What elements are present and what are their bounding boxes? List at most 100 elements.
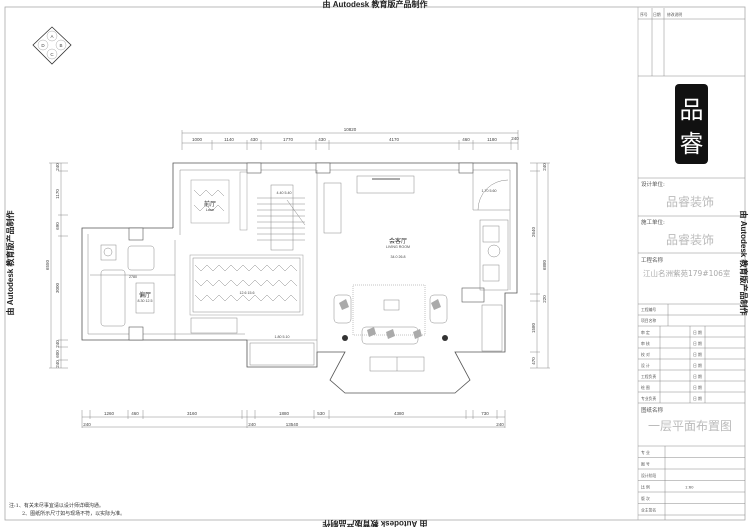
sign-row-date-label: 日 期 <box>693 363 702 368</box>
drawing-name-label: 图纸名称 <box>641 406 664 414</box>
item-name-label: 项目名称 <box>641 318 656 323</box>
project-no-label: 工程编号 <box>641 307 656 312</box>
dim-left: 240 <box>55 340 60 348</box>
svg-text:睿: 睿 <box>680 130 704 158</box>
project-name-label: 工程名称 <box>641 256 664 264</box>
living-area: 34.0 26.8 <box>391 255 406 259</box>
corner-room-area: 1.70 5.60 <box>482 189 497 193</box>
rev-header-desc: 修改说明 <box>667 12 682 17</box>
dim-left-total: 6550 <box>45 259 50 270</box>
info-row-label: 设计阶段 <box>641 473 656 478</box>
bottom-room-area: 1.80 5.10 <box>275 335 290 339</box>
dim-left: 3000 <box>55 282 60 293</box>
dim-bottom: 730 <box>481 411 489 416</box>
room-name-side-hall: 偏厅 <box>139 291 151 299</box>
dim-bottom-row2: 240 <box>248 422 256 427</box>
sign-row-label: 校 对 <box>641 352 650 357</box>
room-name-foyer: 前厅 <box>204 200 216 208</box>
room-name-living: 会客厅 <box>389 237 407 245</box>
note-2: 2、图纸所示尺寸如与现场不符，以实际为准。 <box>22 510 125 517</box>
side-hall-area: 8.30 12.5 <box>138 299 153 303</box>
rev-header-date: 日期 <box>653 12 661 17</box>
sign-row-date-label: 日 期 <box>693 330 702 335</box>
info-row-label: 图 号 <box>641 462 650 467</box>
sign-row-label: 绘 图 <box>641 385 650 390</box>
watermark-bottom: 由 Autodesk 教育版产品制作 <box>323 519 428 527</box>
dim-top-total: 10820 <box>344 127 357 132</box>
sign-row-date-label: 日 期 <box>693 385 702 390</box>
dim-top: 1000 <box>192 137 203 142</box>
dim-left: 600 <box>55 350 60 358</box>
dim-bottom: 3160 <box>187 411 198 416</box>
dim-bottom-row2: 240 <box>496 422 504 427</box>
design-unit-value: 品睿装饰 <box>666 194 714 209</box>
info-row-label: 比 例 <box>641 485 650 490</box>
foyer-room: 前厅 Lawn <box>190 171 248 231</box>
sign-row-date-label: 日 期 <box>693 396 702 401</box>
dim-left: 1170 <box>55 189 60 199</box>
design-unit-label: 设计单位: <box>641 180 665 188</box>
dim-top: 460 <box>462 137 470 142</box>
title-block: 序号 日期 修改说明 品 睿 设计单位: 品睿装饰 施工单位: 品睿装饰 工程名… <box>638 8 745 520</box>
construction-unit-value: 品睿装饰 <box>666 232 714 247</box>
dim-right-total: 6880 <box>542 259 547 270</box>
svg-text:品: 品 <box>680 96 704 124</box>
drawing-name-value: 一层平面布置图 <box>648 419 732 433</box>
watermark-left: 由 Autodesk 教育版产品制作 <box>5 211 15 316</box>
side-hall-room: 2780 偏厅 8.30 12.5 <box>90 244 175 327</box>
info-row-label: 专 业 <box>641 450 650 455</box>
dim-bottom-row2: 13540 <box>286 422 299 427</box>
compass-index-symbol: A B C D <box>32 26 72 65</box>
dim-top: 1180 <box>487 137 497 142</box>
info-row-label: 业主签名 <box>641 508 656 513</box>
dim-bottom: 460 <box>131 411 139 416</box>
dining-area-label: 12.6 15.6 <box>240 291 255 295</box>
dim-top: 1770 <box>283 137 294 142</box>
sign-rows: 审 定日 期审 核日 期校 对日 期设 计日 期工程负责日 期绘 图日 期专业负… <box>638 326 745 404</box>
dim-bottom: 530 <box>317 411 325 416</box>
bottom-small-room: 1.80 5.10 <box>249 335 315 366</box>
sheet-border <box>4 6 746 521</box>
dining-area: 12.6 15.6 <box>189 254 304 334</box>
top-dimensions: 10820 1000 1140 430 1770 430 4170 460 11… <box>181 127 519 150</box>
construction-unit-label: 施工单位: <box>641 218 665 226</box>
dim-left: 240 <box>55 360 60 368</box>
right-dimensions: 240 2640 6880 220 1580 470 <box>530 162 550 369</box>
sign-row-label: 工程负责 <box>641 374 656 379</box>
dim-left: 240 <box>55 163 60 171</box>
watermark-top: 由 Autodesk 教育版产品制作 <box>323 0 428 9</box>
dim-bottom: 4380 <box>394 411 405 416</box>
living-room: 会客厅 LIVING ROOM 34.0 26.8 <box>323 175 509 372</box>
stair-area: 4.40 5.40 <box>277 191 292 195</box>
watermark-right: 由 Autodesk 教育版产品制作 <box>739 211 749 316</box>
dim-bottom: 1260 <box>104 411 115 416</box>
sign-row-label: 审 核 <box>641 341 650 346</box>
dim-right: 1580 <box>531 322 536 333</box>
dim-left: 690 <box>55 222 60 230</box>
sign-row-date-label: 日 期 <box>693 341 702 346</box>
project-name-value: 江山名洲紫苑179#106室 <box>643 268 731 278</box>
compass-label-c: C <box>50 52 54 57</box>
corner-room: 1.70 5.60 <box>477 179 509 211</box>
side-hall-dim: 2780 <box>129 275 137 279</box>
sign-row-date-label: 日 期 <box>693 374 702 379</box>
info-row-value: 1:60 <box>685 485 694 490</box>
staircase: 4.40 5.40 <box>257 184 306 251</box>
sign-row-date-label: 日 期 <box>693 352 702 357</box>
dim-top: 1140 <box>224 137 234 142</box>
compass-label-a: A <box>50 34 53 39</box>
dim-top: 240 <box>511 136 519 141</box>
dim-top: 430 <box>250 137 258 142</box>
sign-row-label: 审 定 <box>641 330 650 335</box>
info-row-label: 版 次 <box>641 496 650 501</box>
dim-right: 2640 <box>531 226 536 237</box>
company-seal-logo: 品 睿 <box>675 84 708 164</box>
dim-bottom-row2: 240 <box>83 422 91 427</box>
dim-right: 240 <box>542 163 547 171</box>
compass-label-d: D <box>41 43 45 48</box>
room-en-living: LIVING ROOM <box>386 245 410 249</box>
left-dimensions: 6550 240 1170 690 3000 240 600 240 <box>45 162 68 369</box>
dim-top: 430 <box>318 137 326 142</box>
